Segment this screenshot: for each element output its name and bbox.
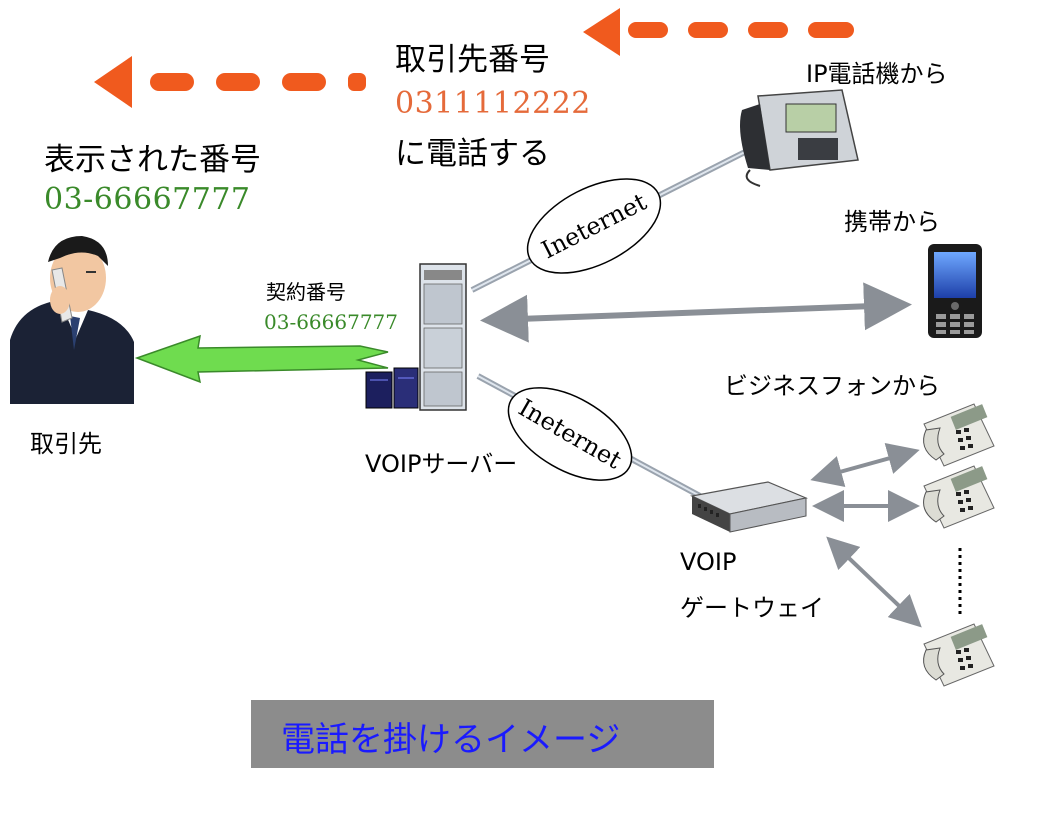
partner-number: 0311112222 [395, 86, 591, 121]
person-on-phone-icon [10, 236, 134, 404]
gateway-label-name: ゲートウェイ [680, 594, 824, 622]
gateway-label-voip: VOIP [680, 548, 737, 576]
call-instruction: に電話する [395, 136, 550, 172]
ip-phone-icon [740, 89, 859, 187]
contract-number: 03-66667777 [264, 310, 399, 334]
internet-link-bottom [476, 373, 702, 499]
partner-number-label: 取引先番号 [395, 42, 550, 78]
internet-link-top [470, 149, 747, 293]
voip-server-label: VOIPサーバー [365, 450, 518, 478]
mobile-link-arrow [480, 282, 912, 343]
mobile-label: 携帯から [844, 208, 940, 236]
call-direction-arrow-left [94, 56, 366, 108]
gateway-icon [690, 481, 809, 533]
voip-server-icon [365, 263, 467, 411]
business-phone-icon-1 [923, 403, 995, 467]
gateway-phone-link-3 [826, 536, 922, 628]
business-phone-label: ビジネスフォンから [724, 372, 940, 400]
displayed-number-label: 表示された番号 [44, 142, 261, 178]
mobile-phone-icon [928, 244, 982, 338]
ip-phone-label: IP電話機から [806, 60, 948, 88]
caller-id-arrow [134, 334, 389, 384]
contract-number-label: 契約番号 [266, 280, 346, 304]
displayed-number: 03-66667777 [44, 182, 251, 217]
partner-label: 取引先 [30, 430, 102, 458]
business-phone-icon-3 [923, 623, 995, 687]
caption-text: 電話を掛けるイメージ [281, 720, 621, 760]
call-direction-arrow-top [583, 8, 854, 56]
caption-box: 電話を掛けるイメージ [251, 700, 714, 768]
gateway-phone-link-1 [810, 442, 920, 488]
business-phone-icon-2 [923, 465, 995, 529]
